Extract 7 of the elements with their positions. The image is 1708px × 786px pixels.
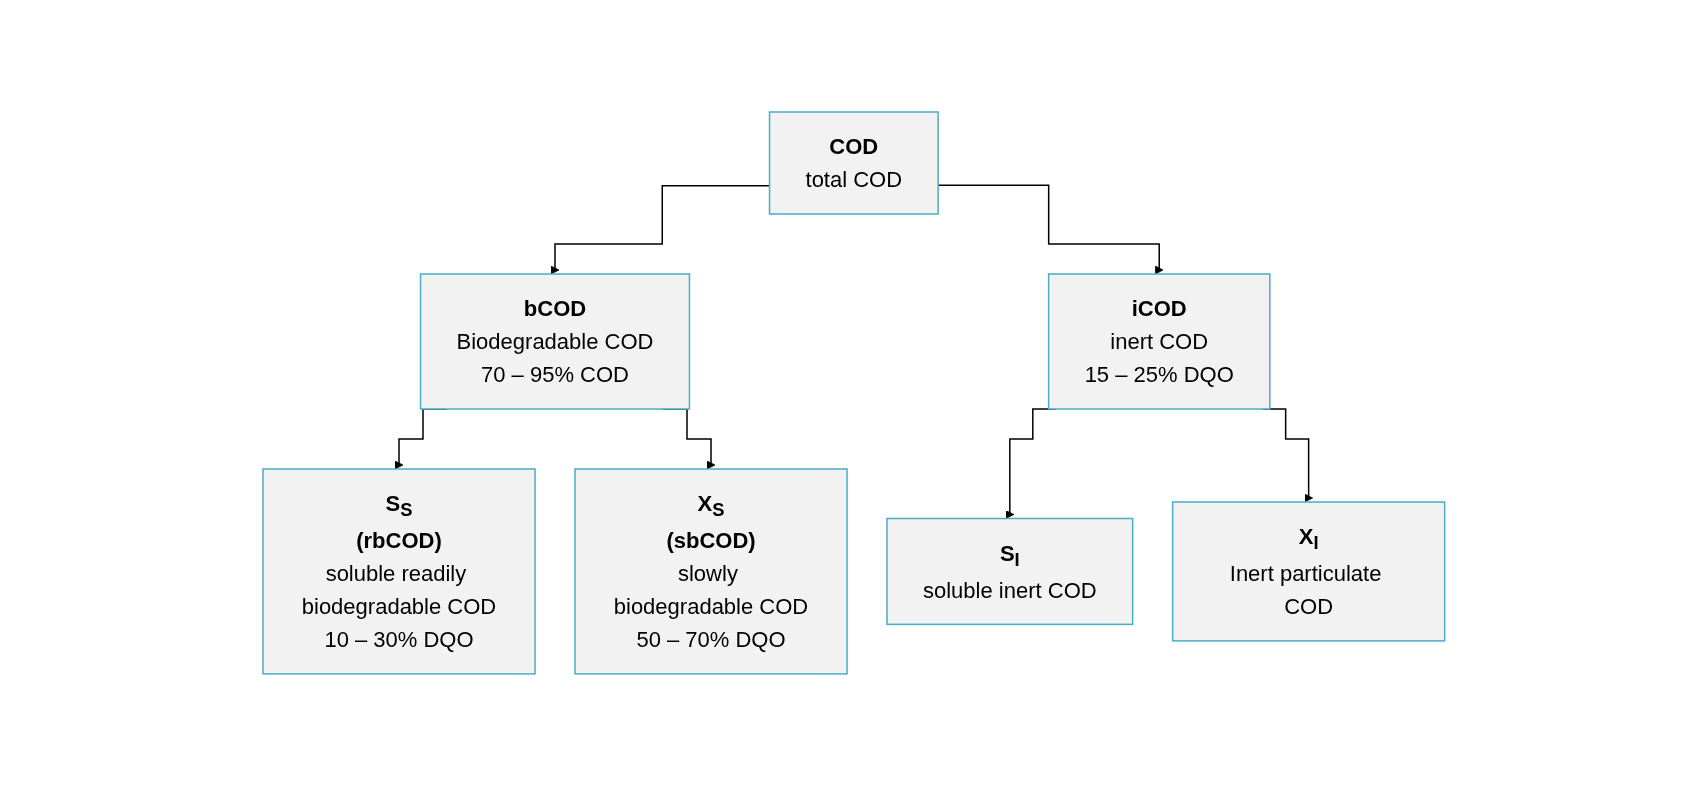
node-box: iCOD inert COD 15 – 25% DQO — [1048, 273, 1271, 410]
node-box: X$_{I}$ Inert particulate COD — [1172, 501, 1446, 642]
node-box: S$_{I}$ soluble inert COD — [886, 517, 1134, 626]
node-box: bCOD Biodegradable COD 70 – 95% COD — [419, 273, 691, 410]
node-box: COD total COD — [768, 111, 940, 215]
node-box: X$_{S}$ (sbCOD) slowly biodegradable COD 50 – 70% DQO — [574, 468, 848, 675]
node-box: S$_{S}$ (rbCOD) soluble readily biodegradable COD 10 – 30% DQO — [262, 468, 536, 675]
